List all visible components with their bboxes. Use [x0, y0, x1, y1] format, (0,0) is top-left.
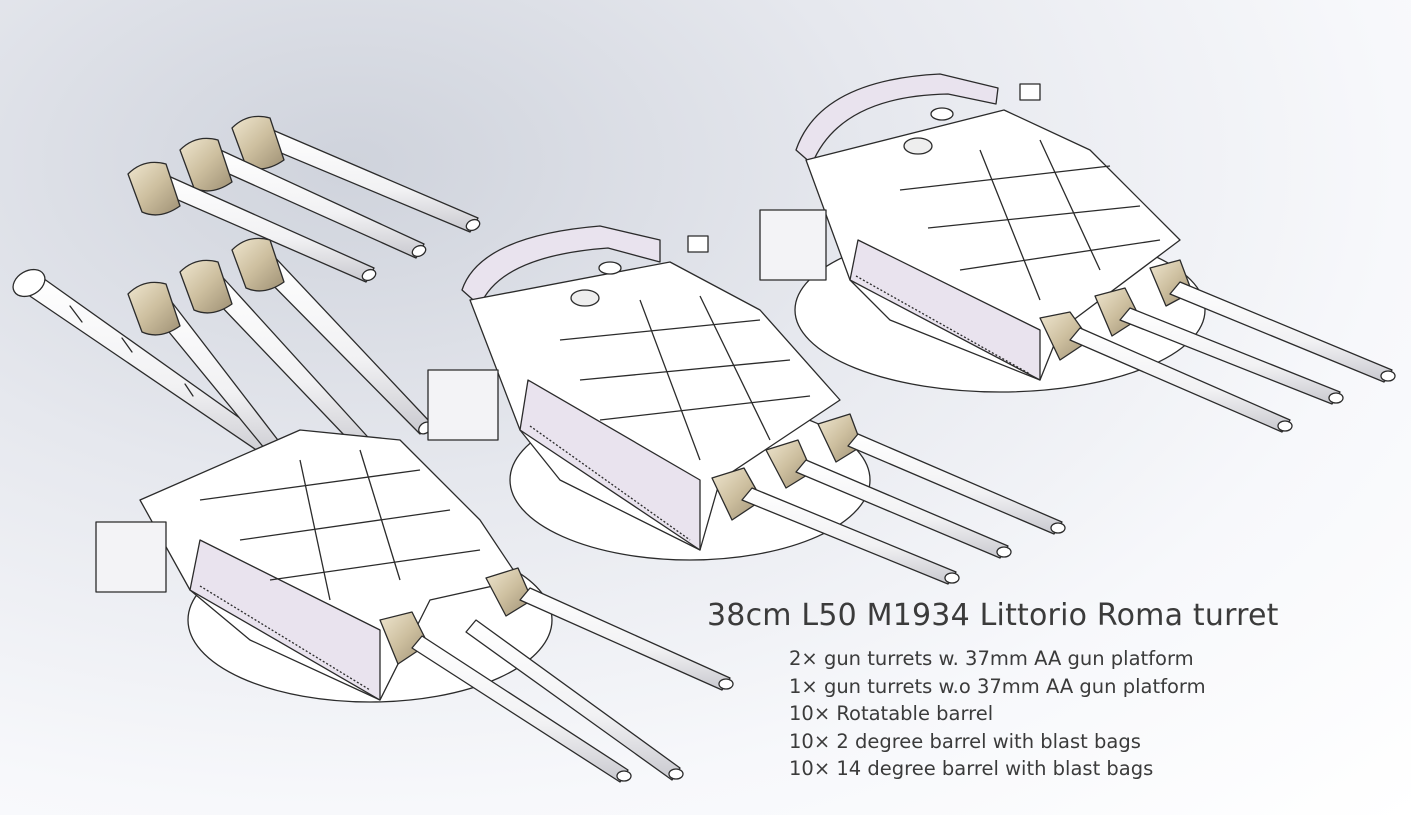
spec-item: 10× 2 degree barrel with blast bags — [789, 729, 1141, 753]
turret-without-aa-platform — [95, 429, 734, 783]
spec-item: 10× 14 degree barrel with blast bags — [789, 757, 1154, 781]
barrel-with-blast-bag — [231, 115, 481, 233]
spec-list: 2× gun turrets w. 37mm AA gun platform 1… — [789, 645, 1206, 783]
rotatable-barrel — [12, 268, 286, 463]
loose-barrels-group — [12, 115, 481, 463]
turret-with-aa-platform — [759, 73, 1396, 433]
barrel-with-blast-bag — [127, 161, 377, 283]
turret-with-aa-platform — [427, 225, 1066, 585]
spec-item: 1× gun turrets w.o 37mm AA gun platform — [789, 674, 1206, 698]
barrel-with-blast-bag — [179, 137, 427, 259]
barrel-with-blast-bag — [231, 237, 432, 435]
barrel-with-blast-bag — [127, 281, 285, 461]
product-title: 38cm L50 M1934 Littorio Roma turret — [707, 598, 1279, 633]
spec-item: 2× gun turrets w. 37mm AA gun platform — [789, 647, 1194, 670]
spec-item: 10× Rotatable barrel — [789, 702, 994, 726]
